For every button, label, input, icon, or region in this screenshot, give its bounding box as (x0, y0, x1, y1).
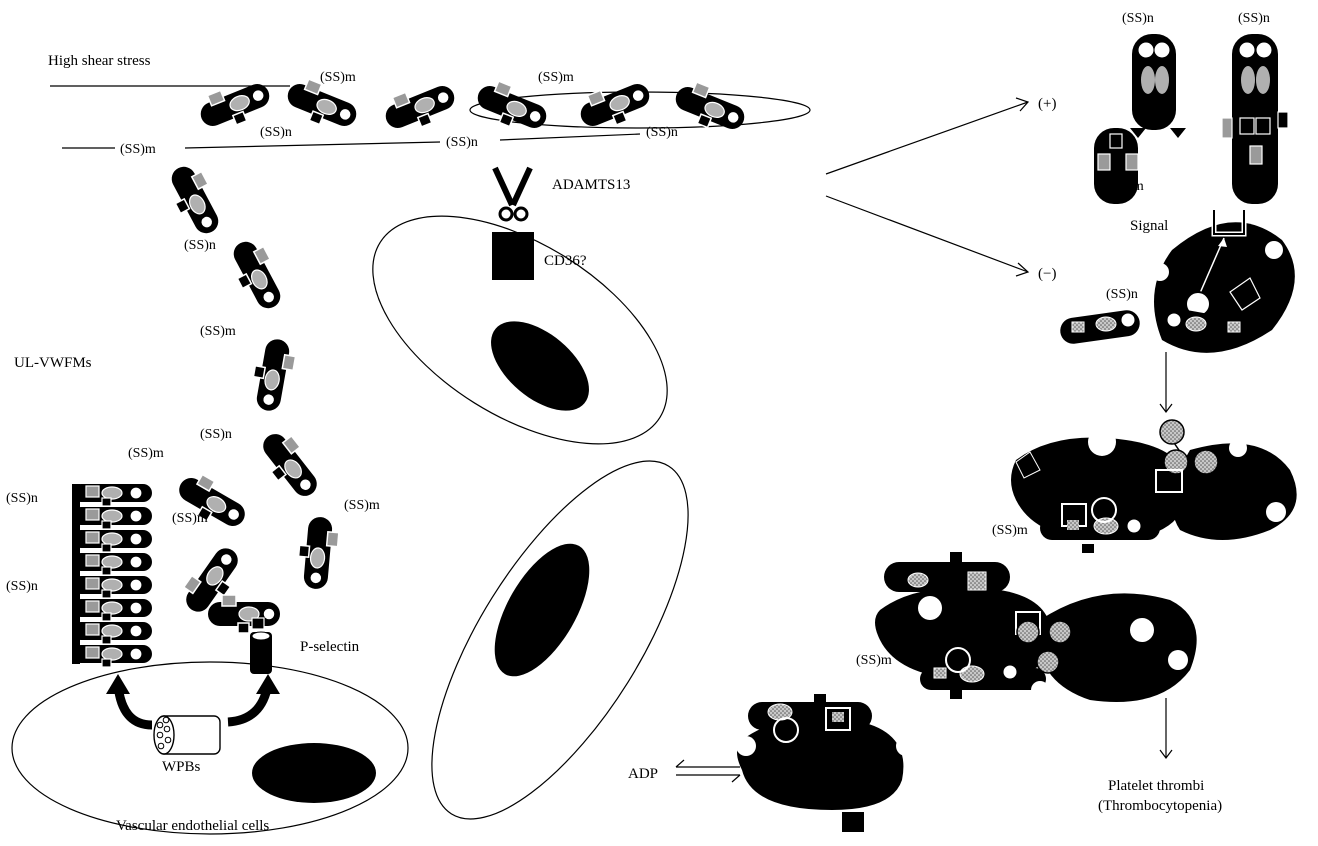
nucleus (252, 743, 376, 803)
label-plus: (+) (1038, 96, 1056, 112)
label-ss-m: (SS)m (856, 653, 892, 668)
label-adp: ADP (628, 766, 658, 782)
label-ss-m: (SS)m (172, 511, 208, 526)
label-ss-n: (SS)n (1106, 287, 1138, 302)
p-selectin-anchor (250, 617, 272, 674)
label-platelet-thrombi: Platelet thrombi (1108, 778, 1204, 794)
label-ss-m: (SS)m (200, 324, 236, 339)
endothelial-cell-bottom-left (11, 661, 409, 835)
weibel-palade-body (106, 674, 280, 755)
platelet-thrombus (875, 552, 1197, 702)
label-ss-m: (SS)m (320, 70, 356, 85)
label-ss-m: (SS)m (128, 446, 164, 461)
platelet-bottom (736, 694, 916, 832)
label-thrombocytopenia: (Thrombocytopenia) (1098, 798, 1222, 814)
label-cd36: CD36? (544, 253, 587, 269)
wpb-stacked-multimers (71, 483, 153, 668)
label-ss-n: (SS)n (646, 125, 678, 140)
label-ss-n: (SS)n (184, 238, 216, 253)
label-ss-n: (SS)n (260, 125, 292, 140)
label-vascular-endothelial-cells: Vascular endothelial cells (116, 818, 269, 834)
label-ss-n: (SS)n (1122, 11, 1154, 26)
chain-vwf-multimer (160, 158, 341, 634)
adp-arrows (675, 759, 741, 783)
label-ss-n: (SS)n (6, 579, 38, 594)
label-signal: Signal (1130, 218, 1168, 234)
label-ss-m: (SS)m (120, 142, 156, 157)
platelet-signaling (1060, 210, 1295, 353)
cd36-receptor (492, 232, 534, 280)
label-ss-n: (SS)n (200, 427, 232, 442)
folded-vwf-dimers (1094, 34, 1289, 204)
label-ss-m: (SS)m (538, 70, 574, 85)
label-ss-m: (SS)m (1108, 179, 1144, 194)
label-ss-n: (SS)n (1238, 11, 1270, 26)
endothelial-cell-bottom-middle (431, 460, 689, 820)
label-p-selectin: P-selectin (300, 639, 360, 655)
label-adamts13: ADAMTS13 (552, 177, 630, 193)
endothelial-cell-top-middle (372, 215, 668, 445)
branch-arrows (825, 97, 1173, 759)
label-ss-n: (SS)n (446, 135, 478, 150)
label-high-shear-stress: High shear stress (48, 53, 151, 69)
label-minus: (−) (1038, 266, 1056, 282)
text-labels: High shear stress UL-VWFMs ADAMTS13 CD36… (6, 11, 1274, 834)
label-wpbs: WPBs (162, 759, 201, 775)
label-ss-m: (SS)m (1238, 179, 1274, 194)
label-ul-vwfms: UL-VWFMs (14, 355, 92, 371)
label-ss-m: (SS)m (344, 498, 380, 513)
label-ss-n: (SS)n (6, 491, 38, 506)
label-ss-m: (SS)m (992, 523, 1028, 538)
scissors-icon (492, 166, 533, 222)
platelet-cluster-upper (1011, 419, 1297, 553)
